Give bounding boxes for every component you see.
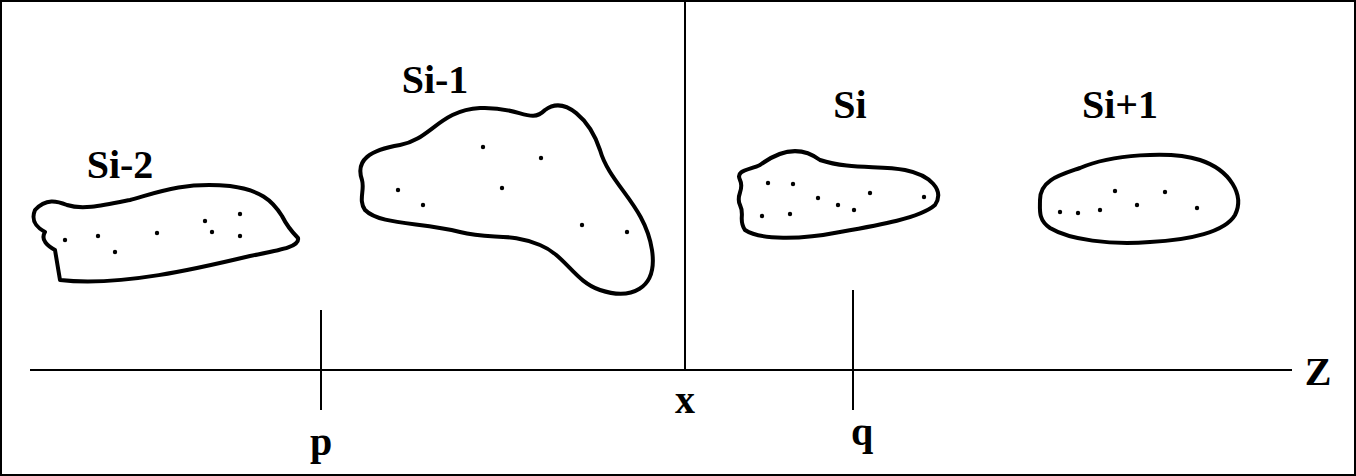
particle-dot [238, 234, 242, 238]
particle-dot [836, 203, 840, 207]
particle-dot [868, 191, 872, 195]
particle-dot [1058, 210, 1062, 214]
particle-dot [791, 182, 795, 186]
particle-dot [1163, 190, 1167, 194]
axis-label: q [851, 412, 873, 452]
blob-outline [25, 125, 310, 295]
blob-path [739, 151, 939, 238]
particle-dot [1113, 189, 1117, 193]
q-marker-line [852, 290, 854, 410]
particle-dot [766, 181, 770, 185]
axis-label: p [310, 422, 332, 462]
cluster-label: Si [833, 85, 866, 125]
particle-dot [625, 230, 629, 234]
particle-dot [788, 212, 792, 216]
particle-dot [1098, 208, 1102, 212]
particle-dot [500, 186, 504, 190]
blob-path [33, 185, 298, 282]
particle-dot [210, 230, 214, 234]
particle-dot [1195, 206, 1199, 210]
particle-dot [96, 234, 100, 238]
particle-dot [816, 196, 820, 200]
x-plane-line [684, 2, 686, 370]
particle-dot [396, 188, 400, 192]
particle-dot [113, 250, 117, 254]
blob-outline [350, 45, 665, 307]
particle-dot [580, 223, 584, 227]
particle-dot [203, 219, 207, 223]
blob-path [360, 106, 653, 294]
particle-dot [1135, 203, 1139, 207]
particle-cluster: Si [728, 70, 950, 248]
axis-label: x [675, 380, 695, 420]
particle-cluster: Si-1 [350, 45, 665, 307]
particle-dot [1076, 211, 1080, 215]
particle-dot [922, 195, 926, 199]
particle-dot [421, 203, 425, 207]
p-marker-line [320, 310, 322, 410]
cluster-label: Si-2 [87, 145, 154, 185]
axis-label: Z [1305, 352, 1332, 392]
particle-dot [852, 208, 856, 212]
particle-dot [481, 145, 485, 149]
z-axis [30, 369, 1292, 371]
particle-dot [760, 214, 764, 218]
cluster-label: Si+1 [1082, 85, 1158, 125]
blob-path [1040, 155, 1238, 243]
particle-dot [539, 156, 543, 160]
particle-cluster: Si-2 [25, 125, 310, 295]
particle-dot [63, 238, 67, 242]
cluster-label: Si-1 [402, 60, 469, 100]
particle-dot [155, 231, 159, 235]
particle-dot [238, 212, 242, 216]
particle-cluster: Si+1 [1030, 75, 1252, 250]
